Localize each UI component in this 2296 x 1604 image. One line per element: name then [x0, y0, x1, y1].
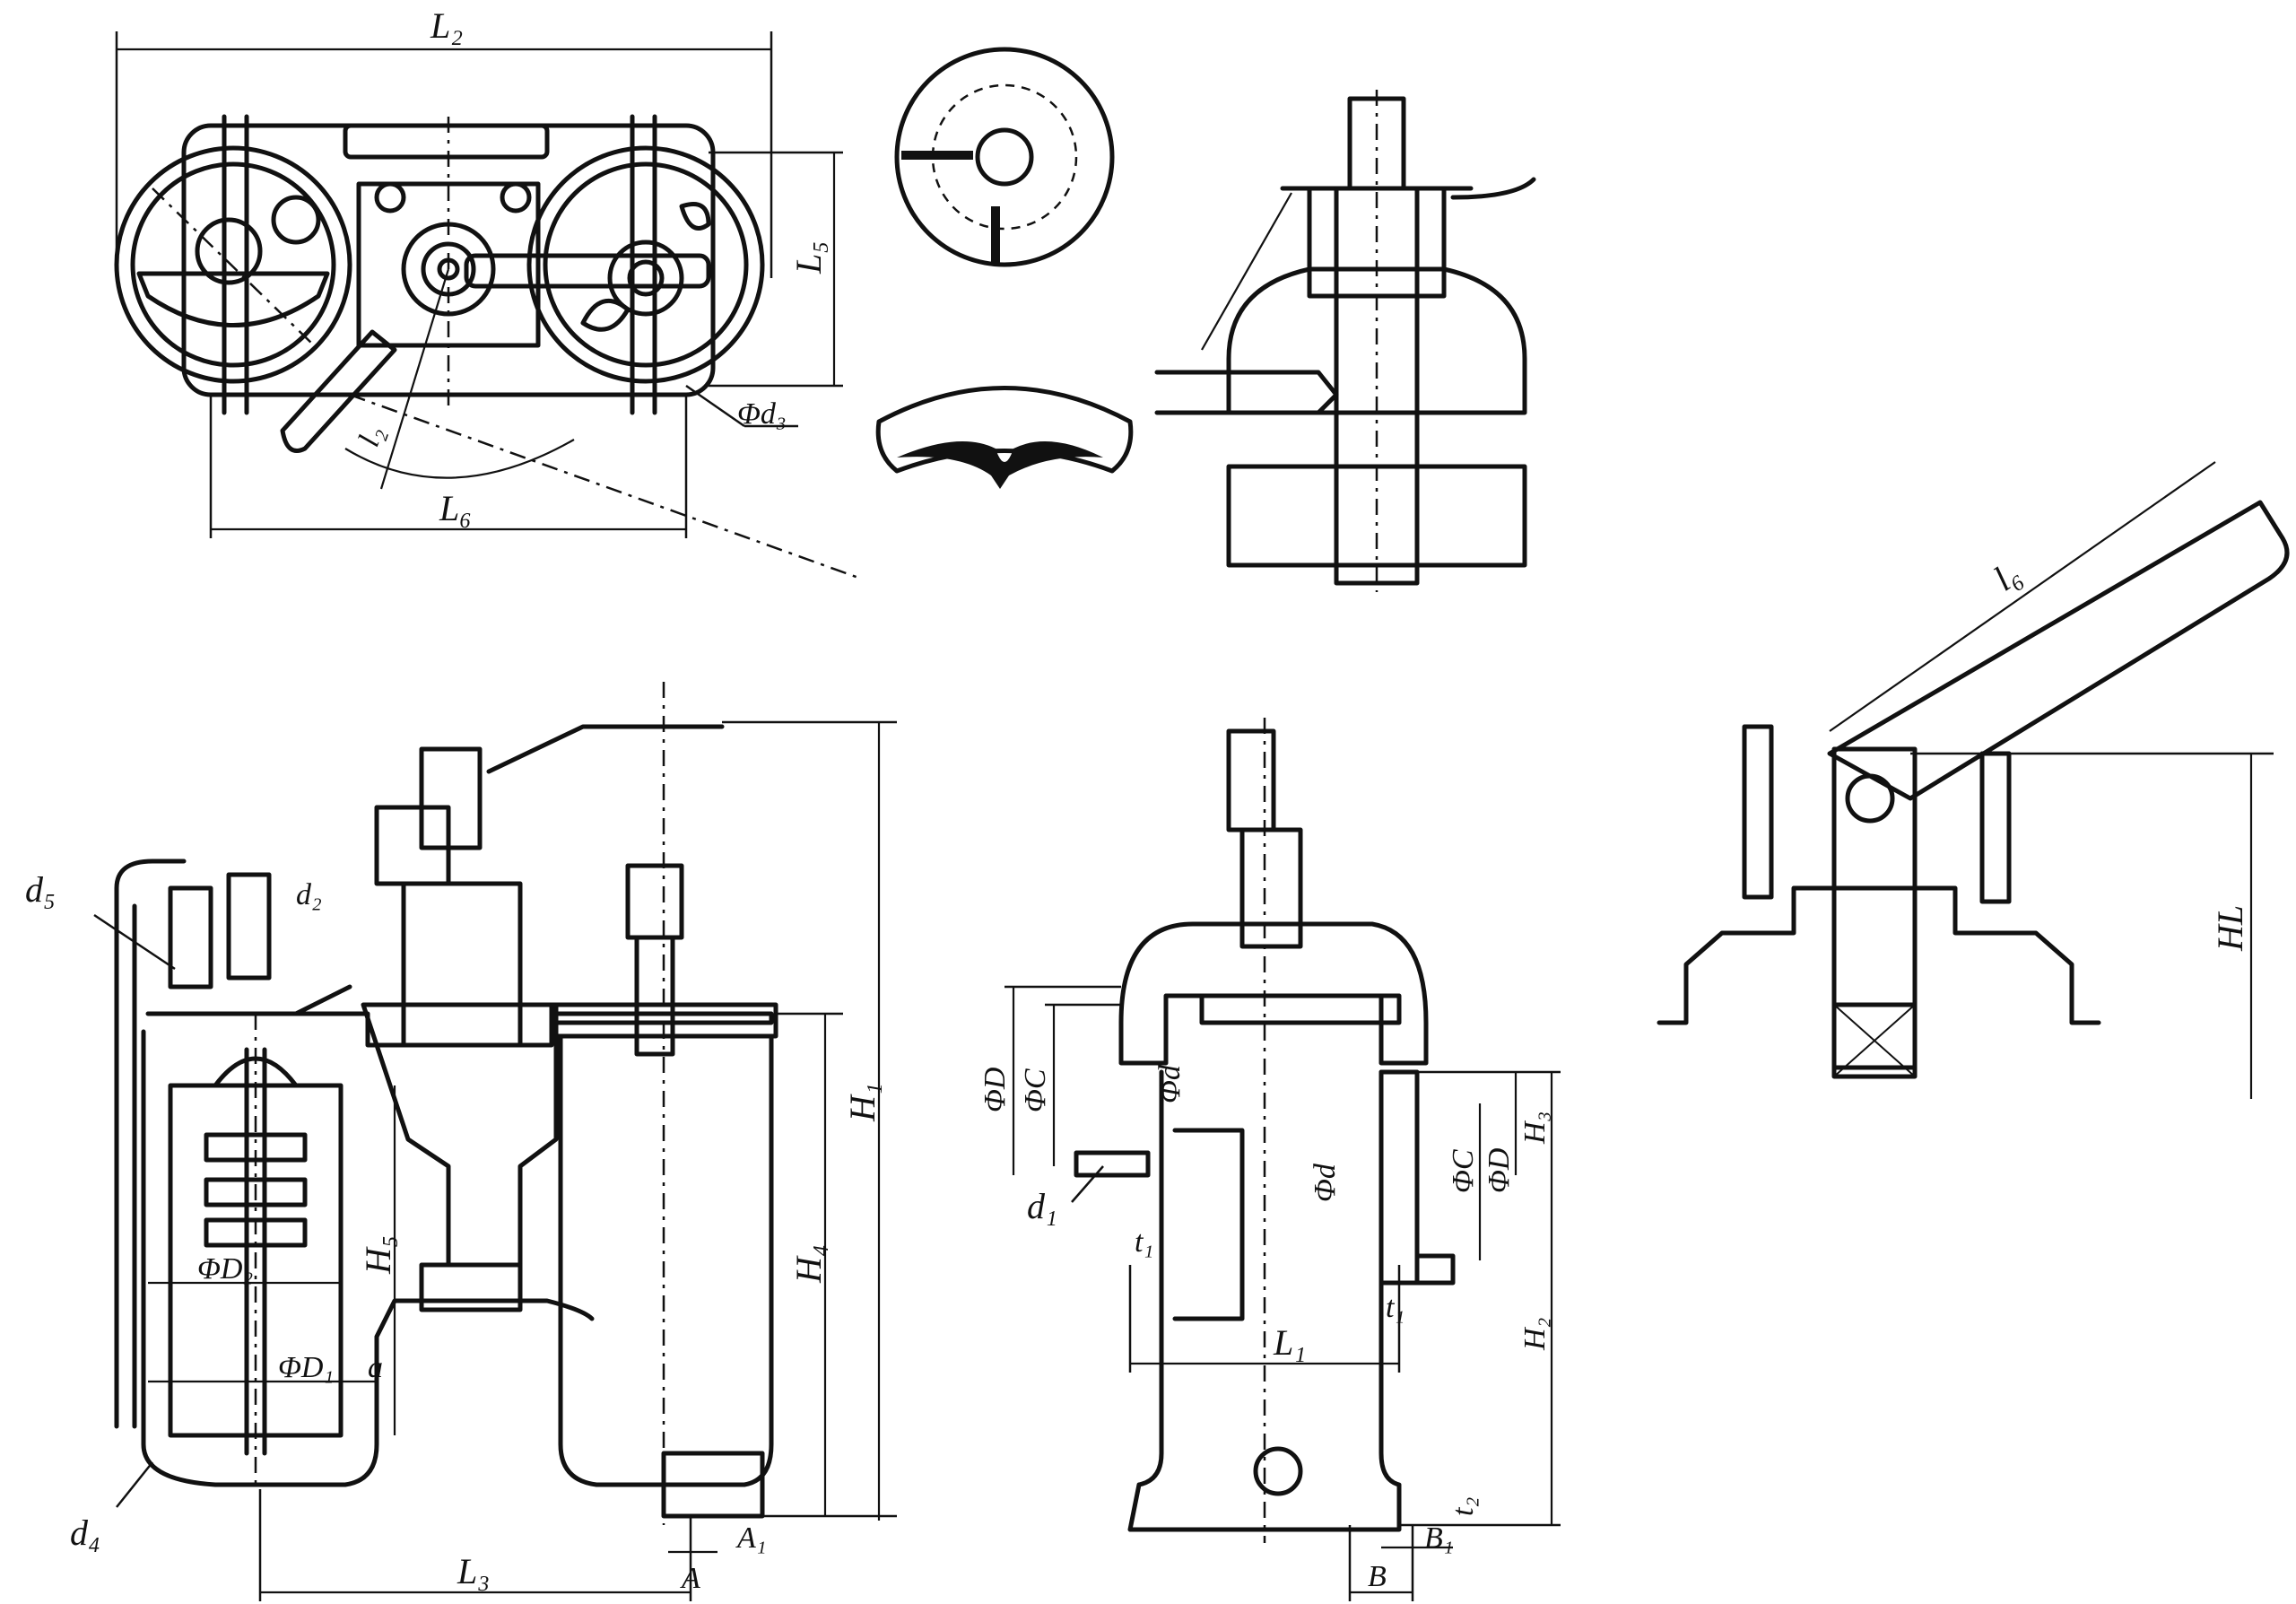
- label-t2: t₂: [1447, 1497, 1480, 1516]
- label-phi-D-right: ΦD: [1483, 1147, 1516, 1193]
- label-l6: l₆: [1986, 553, 2027, 598]
- label-phi-d-right: Φd: [1309, 1163, 1342, 1202]
- label-phi-D-left: ΦD: [978, 1067, 1012, 1112]
- label-phi-d-left: Φd: [1153, 1064, 1187, 1103]
- label-H3: H₃: [1518, 1111, 1552, 1145]
- label-d2: d₂: [296, 878, 322, 911]
- label-H1: H₁: [842, 1083, 883, 1122]
- label-L1: L₁: [1273, 1322, 1306, 1363]
- valve-section-view: [1154, 90, 1536, 592]
- handle-position-view: [1657, 461, 2290, 1099]
- label-l2: l₂: [352, 422, 390, 451]
- label-d4: d₄: [70, 1512, 100, 1553]
- label-H5: H₅: [358, 1235, 398, 1275]
- label-B1: B₁: [1424, 1521, 1454, 1555]
- label-H4: H₄: [788, 1244, 829, 1284]
- label-L2: L₂: [430, 5, 463, 46]
- label-t1-right: t₁: [1386, 1291, 1405, 1324]
- label-d5: d₅: [25, 869, 56, 910]
- label-d1: d₁: [1027, 1186, 1057, 1226]
- label-L6: L₆: [439, 488, 472, 528]
- side-elevation-view: [1004, 718, 1561, 1601]
- label-phi-C-right: ΦC: [1447, 1149, 1480, 1193]
- label-L5: L₅: [788, 241, 829, 275]
- label-A: A: [680, 1562, 700, 1595]
- label-phi-C-left: ΦC: [1019, 1068, 1052, 1112]
- label-L3: L₃: [457, 1551, 490, 1591]
- indicator-dial-view: [894, 47, 1115, 267]
- label-t1-left: t₁: [1135, 1225, 1153, 1259]
- front-elevation-view: [93, 682, 897, 1601]
- top-plan-view: [114, 31, 862, 580]
- label-a: a: [368, 1351, 383, 1384]
- label-B: B: [1368, 1560, 1387, 1593]
- label-HL: HL: [2210, 905, 2250, 952]
- label-A1: A₁: [735, 1521, 767, 1555]
- scale-plate-view: [875, 386, 1134, 489]
- label-phi-D1: ΦD₁: [278, 1351, 334, 1384]
- label-phi-d3: Φd₃: [737, 397, 787, 431]
- label-H2: H₂: [1518, 1318, 1552, 1351]
- dimension-labels: L₂ L₅ l₂ Φd₃ L₆ l₆ HL d₅ d₂ H₁ H₄ H₅ ΦD₂…: [25, 5, 2250, 1595]
- label-phi-D2: ΦD₂: [197, 1252, 253, 1286]
